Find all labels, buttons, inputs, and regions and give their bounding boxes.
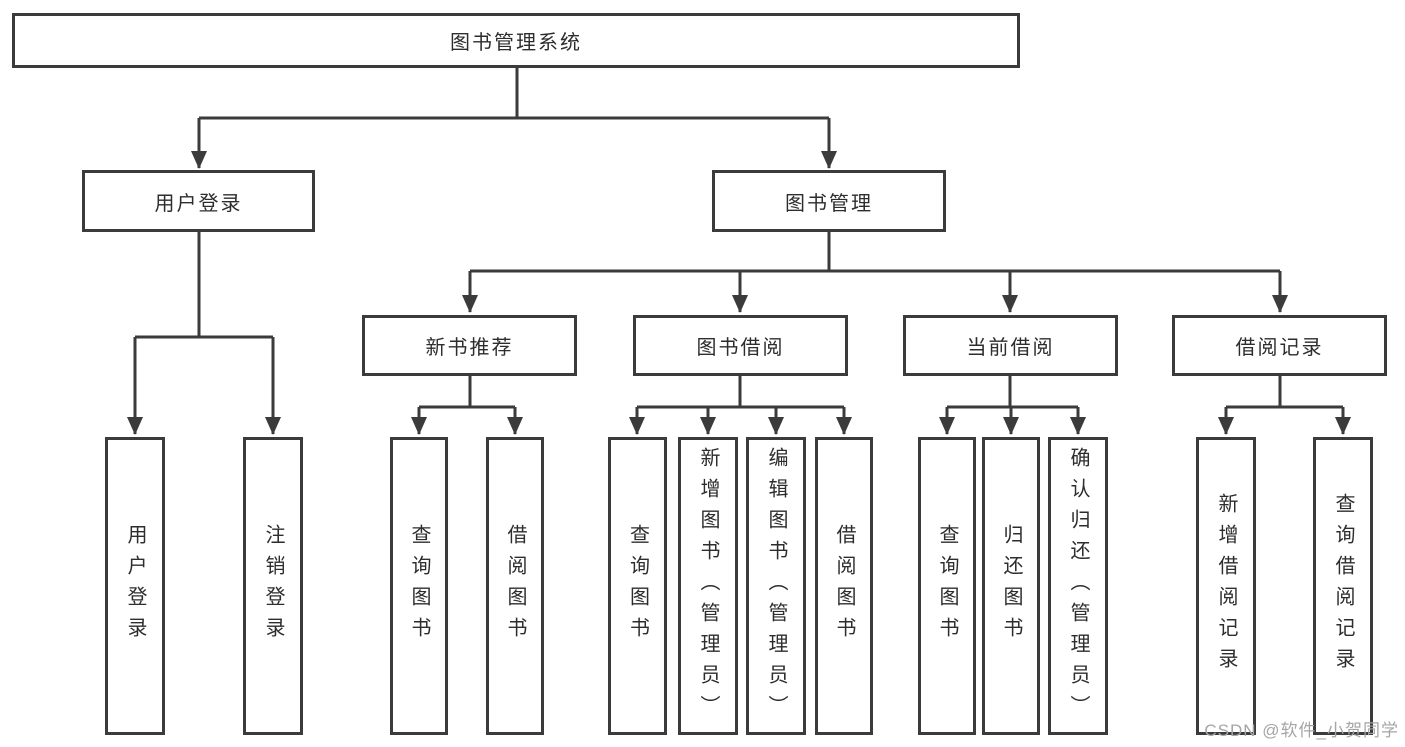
leaf-confirm-return-admin: 确认归还（管理员） (1048, 437, 1108, 735)
node-current-borrow: 当前借阅 (903, 315, 1118, 376)
leaf-add-borrow-record: 新增借阅记录 (1196, 437, 1256, 735)
node-label: 查询图书 (408, 524, 430, 648)
leaf-query-borrow-record: 查询借阅记录 (1313, 437, 1373, 735)
leaf-logout: 注销登录 (243, 437, 303, 735)
leaf-query-books: 查询图书 (390, 437, 448, 735)
node-label: 图书管理 (785, 192, 873, 215)
leaf-add-books-admin: 新增图书（管理员） (678, 437, 738, 735)
node-label: 查询图书 (936, 524, 958, 648)
node-label: 归还图书 (1000, 524, 1022, 648)
node-label: 查询图书 (626, 524, 649, 648)
node-borrow-records: 借阅记录 (1172, 315, 1387, 376)
node-user-login: 用户登录 (82, 170, 315, 232)
node-label: 当前借阅 (966, 337, 1055, 359)
leaf-edit-books-admin: 编辑图书（管理员） (746, 437, 806, 735)
node-label: 图书借阅 (696, 337, 785, 359)
leaf-query-books: 查询图书 (918, 437, 976, 735)
node-label: 新增图书（管理员） (697, 446, 719, 726)
node-label: 用户登录 (154, 192, 243, 215)
node-book-management: 图书管理 (712, 170, 946, 232)
node-book-borrow: 图书借阅 (633, 315, 848, 376)
node-label: 确认归还（管理员） (1067, 446, 1089, 726)
node-label: 新增借阅记录 (1215, 493, 1237, 679)
node-label: 借阅图书 (504, 524, 526, 648)
leaf-user-login: 用户登录 (105, 437, 165, 735)
node-label: 查询借阅记录 (1332, 493, 1354, 679)
leaf-borrow-books: 借阅图书 (815, 437, 873, 735)
csdn-watermark: CSDN @软件_小贺同学 (1204, 721, 1399, 740)
node-label: 借阅记录 (1235, 337, 1324, 359)
leaf-borrow-books: 借阅图书 (486, 437, 544, 735)
leaf-query-books: 查询图书 (608, 437, 667, 735)
node-system-root: 图书管理系统 (12, 13, 1020, 68)
node-label: 借阅图书 (833, 524, 855, 648)
leaf-return-books: 归还图书 (982, 437, 1040, 735)
node-label: 用户登录 (124, 524, 146, 648)
node-label: 新书推荐 (425, 337, 514, 359)
node-label: 注销登录 (262, 524, 284, 648)
node-new-book-recommend: 新书推荐 (362, 315, 577, 376)
node-label: 编辑图书（管理员） (765, 446, 787, 726)
node-label: 图书管理系统 (450, 32, 582, 54)
